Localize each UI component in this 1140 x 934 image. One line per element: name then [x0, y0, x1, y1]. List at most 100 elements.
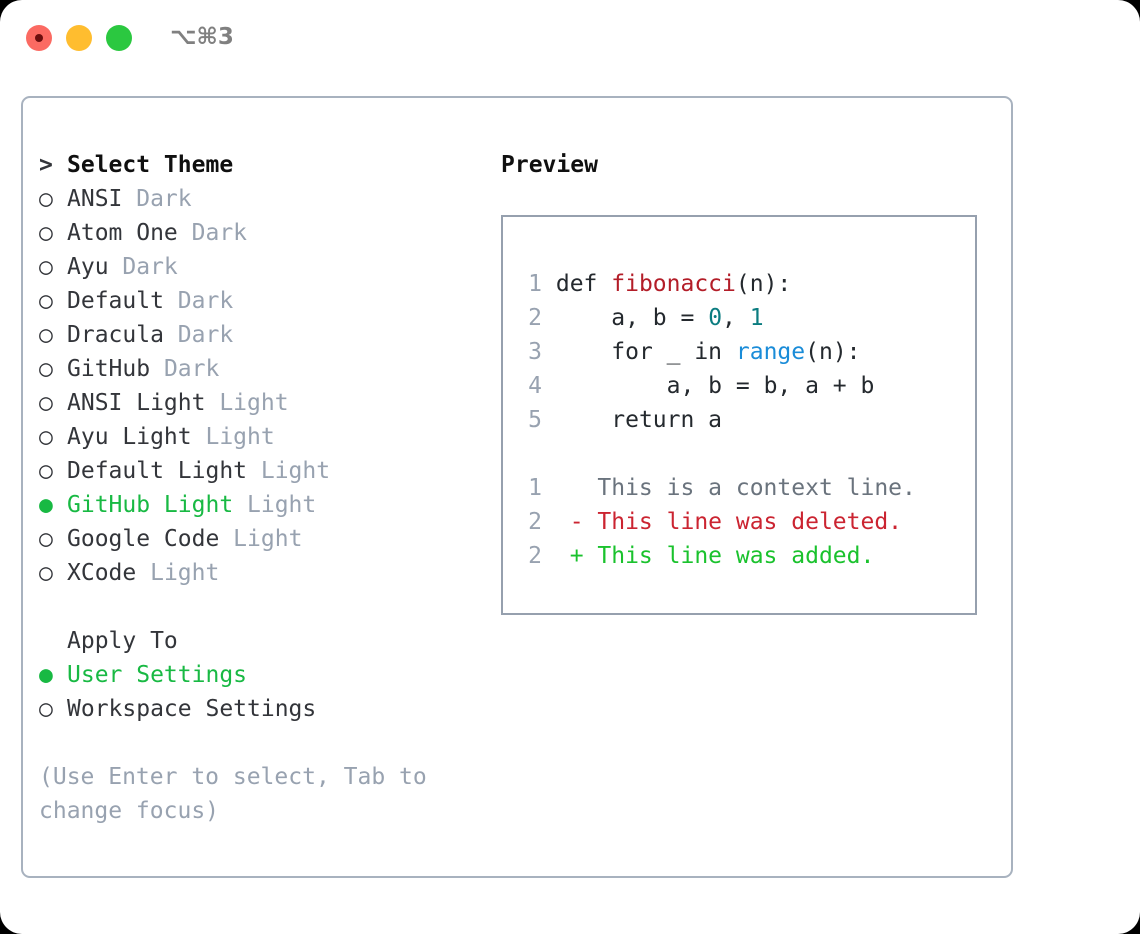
theme-list-item[interactable]: ○ Ayu Light Light: [39, 420, 479, 454]
theme-selection-column: > Select Theme ○ ANSI Dark○ Atom One Dar…: [39, 148, 479, 828]
apply-to-option[interactable]: ● User Settings: [39, 658, 479, 692]
theme-name: ANSI: [67, 186, 123, 212]
radio-unselected-icon: ○: [39, 458, 67, 484]
theme-list-item[interactable]: ○ Atom One Dark: [39, 216, 479, 250]
diff-line: 2 + This line was added.: [520, 539, 969, 573]
indent-spacer: [39, 624, 67, 658]
theme-list-item[interactable]: ○ Default Light Light: [39, 454, 479, 488]
diff-text: This is a context line.: [597, 475, 916, 501]
code-token: a, b =: [555, 305, 709, 331]
line-number: 1: [528, 475, 542, 501]
line-number: 2: [528, 543, 542, 569]
apply-to-option-label: User Settings: [67, 662, 248, 688]
theme-name: Ayu Light: [67, 424, 192, 450]
preview-heading: Preview: [501, 152, 598, 178]
theme-list-item[interactable]: ○ XCode Light: [39, 556, 479, 590]
radio-unselected-icon: ○: [39, 356, 67, 382]
theme-name: ANSI Light: [67, 390, 206, 416]
code-token: 0: [708, 305, 723, 331]
radio-unselected-icon: ○: [39, 560, 67, 586]
theme-category: Light: [247, 458, 331, 484]
theme-list-item[interactable]: ● GitHub Light Light: [39, 488, 479, 522]
diff-text: This line was deleted.: [597, 509, 903, 535]
theme-name: Google Code: [67, 526, 220, 552]
theme-category: Dark: [108, 254, 178, 280]
radio-selected-icon: ●: [39, 662, 67, 688]
code-line: 1 def fibonacci(n):: [520, 267, 969, 301]
code-token: 1: [749, 305, 764, 331]
diff-line: 2 - This line was deleted.: [520, 505, 969, 539]
code-token: range: [735, 339, 806, 365]
theme-list-item[interactable]: ○ ANSI Light Light: [39, 386, 479, 420]
code-line: 2 a, b = 0, 1: [520, 301, 969, 335]
theme-category: Light: [136, 560, 220, 586]
radio-unselected-icon: ○: [39, 526, 67, 552]
theme-list-item[interactable]: ○ Ayu Dark: [39, 250, 479, 284]
code-token: (n):: [805, 339, 861, 365]
radio-unselected-icon: ○: [39, 288, 67, 314]
theme-category: Light: [233, 492, 317, 518]
theme-category: Light: [191, 424, 275, 450]
line-number: 5: [528, 407, 542, 433]
apply-to-option-label: Workspace Settings: [67, 696, 317, 722]
code-line: 5 return a: [520, 403, 969, 437]
theme-name: XCode: [67, 560, 137, 586]
keyboard-hint: (Use Enter to select, Tab to change focu…: [39, 764, 427, 824]
code-token: def: [555, 271, 612, 297]
theme-category: Dark: [150, 356, 220, 382]
line-number: 3: [528, 339, 542, 365]
radio-unselected-icon: ○: [39, 322, 67, 348]
prompt-caret-icon: >: [39, 152, 67, 178]
theme-name: GitHub: [67, 356, 151, 382]
diff-sign: +: [542, 543, 598, 569]
window-title: ⌥⌘3: [170, 24, 234, 50]
close-button[interactable]: [26, 25, 52, 51]
select-theme-label: Select Theme: [67, 152, 234, 178]
line-number: 4: [528, 373, 542, 399]
code-token: ,: [722, 305, 750, 331]
code-line: 3 for _ in range(n):: [520, 335, 969, 369]
radio-unselected-icon: ○: [39, 424, 67, 450]
theme-name: Dracula: [67, 322, 164, 348]
diff-text: This line was added.: [597, 543, 875, 569]
maximize-button[interactable]: [106, 25, 132, 51]
preview-column: Preview 1 def fibonacci(n):2 a, b = 0, 1…: [501, 148, 1001, 615]
line-number: 2: [528, 509, 542, 535]
theme-list-item[interactable]: ○ Dracula Dark: [39, 318, 479, 352]
theme-list-item[interactable]: ○ ANSI Dark: [39, 182, 479, 216]
apply-to-heading: Apply To: [39, 624, 479, 658]
line-number: 2: [528, 305, 542, 331]
diff-sample: 1 This is a context line.2 - This line w…: [520, 471, 969, 573]
theme-list-item[interactable]: ○ Default Dark: [39, 284, 479, 318]
theme-name: Ayu: [67, 254, 109, 280]
radio-unselected-icon: ○: [39, 186, 67, 212]
theme-picker-panel: > Select Theme ○ ANSI Dark○ Atom One Dar…: [21, 96, 1013, 878]
radio-unselected-icon: ○: [39, 696, 67, 722]
theme-list-item[interactable]: ○ GitHub Dark: [39, 352, 479, 386]
radio-unselected-icon: ○: [39, 220, 67, 246]
minimize-button[interactable]: [66, 25, 92, 51]
theme-category: Dark: [122, 186, 192, 212]
theme-list-item[interactable]: ○ Google Code Light: [39, 522, 479, 556]
traffic-light-group: [26, 25, 132, 51]
theme-category: Light: [219, 526, 303, 552]
theme-name: GitHub Light: [67, 492, 234, 518]
select-theme-heading: > Select Theme: [39, 148, 479, 182]
title-bar: ⌥⌘3: [0, 0, 1140, 78]
apply-to-options: ● User Settings○ Workspace Settings: [39, 658, 479, 726]
diff-line: 1 This is a context line.: [520, 471, 969, 505]
apply-to-label: Apply To: [67, 628, 178, 654]
code-token: for _ in: [555, 339, 736, 365]
apply-to-option[interactable]: ○ Workspace Settings: [39, 692, 479, 726]
code-token: fibonacci: [611, 271, 736, 297]
radio-selected-icon: ●: [39, 492, 67, 518]
theme-name: Default Light: [67, 458, 248, 484]
theme-list: ○ ANSI Dark○ Atom One Dark○ Ayu Dark○ De…: [39, 182, 479, 590]
theme-category: Dark: [163, 322, 234, 348]
diff-sign: -: [542, 509, 598, 535]
code-line: 4 a, b = b, a + b: [520, 369, 969, 403]
